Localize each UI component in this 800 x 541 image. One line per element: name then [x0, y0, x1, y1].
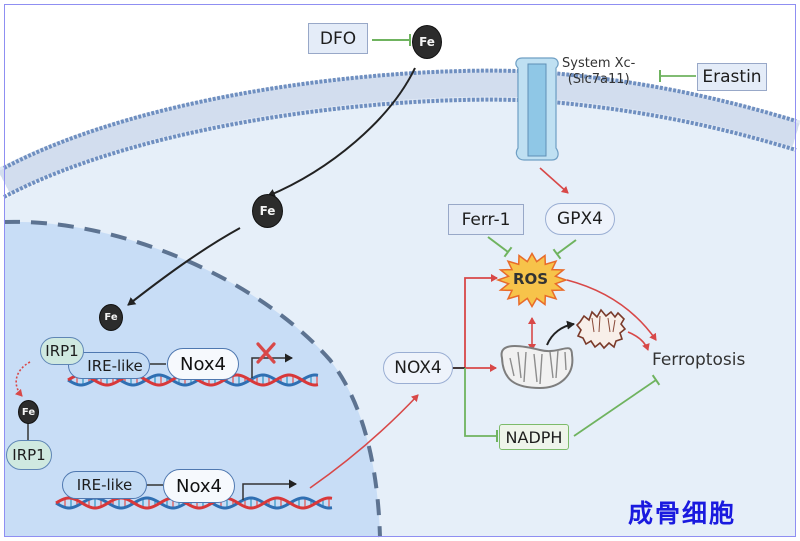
- fe-label: Fe: [419, 35, 435, 49]
- nox4-gene-upper: Nox4: [167, 348, 239, 380]
- fe-cytoplasm-icon: Fe: [252, 194, 283, 228]
- ferr1-box: Ferr-1: [448, 204, 524, 235]
- fe-import-arrow: [267, 67, 416, 198]
- system-xc-transporter-icon: [515, 57, 559, 161]
- dfo-label: DFO: [319, 28, 357, 49]
- nox4-gene-label: Nox4: [179, 353, 227, 375]
- system-xc-label: System Xc- (Slc7a11): [562, 56, 635, 88]
- irp1-label: IRP1: [12, 446, 46, 464]
- nadph-inhibits-ferroptosis-edge: [573, 374, 661, 437]
- gpx4-inhibits-ros-edge: [552, 239, 577, 260]
- ire-like-label: IRE-like: [87, 356, 143, 375]
- irp1-label: IRP1: [45, 342, 79, 360]
- nox4-gene-label: Nox4: [175, 475, 223, 497]
- dfo-box: DFO: [308, 23, 368, 54]
- cell-membrane: [0, 68, 800, 199]
- ire-like-lower: IRE-like: [62, 471, 147, 499]
- system-xc-line1: System Xc-: [562, 56, 636, 71]
- ire-like-upper: IRE-like: [68, 352, 150, 379]
- ire-like-label: IRE-like: [76, 476, 133, 494]
- ferr1-label: Ferr-1: [461, 209, 511, 230]
- mito-damage-arrow: [546, 320, 575, 346]
- nox4-expression-arrow: [309, 394, 419, 489]
- irp1-release-arrow: [15, 361, 31, 397]
- ros-to-ferroptosis-edge: [566, 279, 657, 341]
- blocked-x-icon: [256, 342, 276, 364]
- fe-nuclear-import-arrow: [127, 227, 241, 306]
- damaged-mito-to-ferroptosis-edge: [627, 331, 650, 351]
- tss-arrow-active: [242, 479, 297, 500]
- gpx4-label: GPX4: [557, 209, 603, 229]
- damaged-mitochondrion-icon: [575, 308, 627, 350]
- fe-released-icon: Fe: [18, 400, 39, 424]
- xc-to-gpx4-edge: [539, 167, 569, 194]
- irp1-released: IRP1: [6, 440, 52, 470]
- fe-label: Fe: [21, 406, 36, 418]
- fe-nucleus-icon: Fe: [99, 304, 123, 331]
- irp1-bound: IRP1: [40, 337, 84, 365]
- erastin-box: Erastin: [697, 63, 767, 91]
- nuclear-envelope: [3, 219, 382, 538]
- fe-label: Fe: [104, 312, 118, 323]
- nadph-label: NADPH: [505, 427, 563, 447]
- ferr1-inhibits-ros-edge: [487, 236, 513, 258]
- nox4-gene-lower: Nox4: [163, 469, 235, 503]
- ferroptosis-label: Ferroptosis: [652, 350, 746, 370]
- figure-caption: 成骨细胞: [628, 499, 737, 528]
- nox4-protein-label: NOX4: [394, 358, 442, 378]
- nox4-to-ros-edge: [464, 274, 498, 368]
- fe-label: Fe: [259, 204, 276, 218]
- tss-arrow-blocked: [251, 353, 293, 378]
- gpx4-pill: GPX4: [545, 203, 615, 235]
- nadph-box: NADPH: [499, 424, 569, 450]
- fe-extracellular-icon: Fe: [412, 25, 442, 59]
- nox4-inhibits-nadph-edge: [464, 368, 498, 442]
- mitochondrion-icon: [500, 345, 574, 390]
- ros-burst-icon: [495, 252, 569, 308]
- nox4-protein-pill: NOX4: [383, 352, 453, 384]
- erastin-label: Erastin: [702, 67, 762, 87]
- dna-strand: [55, 496, 333, 510]
- system-xc-line2: (Slc7a11): [567, 72, 630, 87]
- ros-label: ROS: [513, 270, 549, 288]
